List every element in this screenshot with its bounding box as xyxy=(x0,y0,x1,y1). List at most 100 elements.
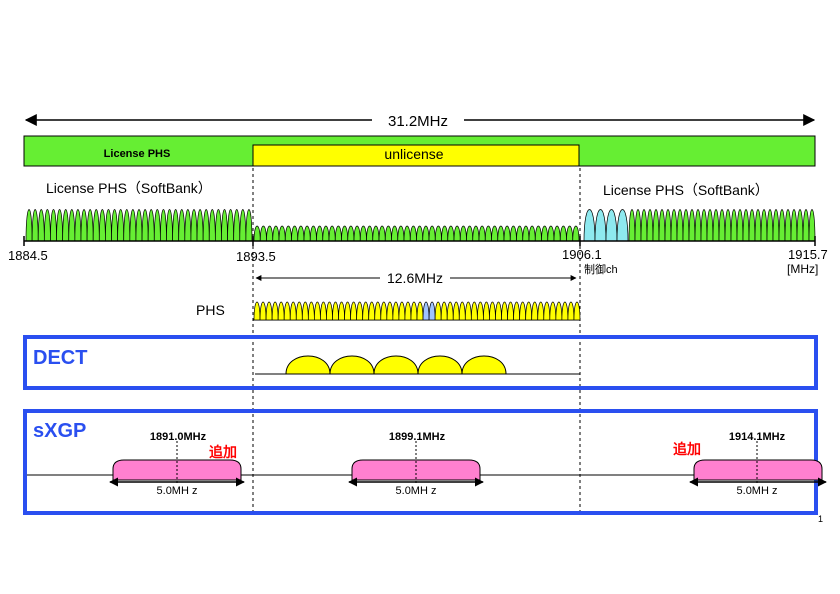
unlicensed-phs-carriers xyxy=(253,225,580,242)
carrier-lobe xyxy=(670,209,678,242)
carrier-lobe xyxy=(74,209,82,242)
phs-lobe xyxy=(398,301,406,321)
phs-lobe xyxy=(543,301,551,321)
carrier-lobe xyxy=(98,209,106,242)
phs-lobe xyxy=(332,301,339,321)
sxgp-title: sXGP xyxy=(33,420,86,442)
carrier-lobe xyxy=(347,225,355,242)
control-carrier-lobe xyxy=(594,209,607,242)
overall-span-label-bg xyxy=(372,108,464,132)
carrier-lobe xyxy=(736,209,744,242)
carrier-lobe xyxy=(628,209,636,242)
carrier-lobe xyxy=(221,209,228,242)
carrier-lobe xyxy=(111,209,118,242)
carrier-lobe xyxy=(86,209,94,242)
carrier-lobe xyxy=(341,225,349,242)
phs-lobe xyxy=(446,301,454,321)
softbank-right-label: License PHS（SoftBank） xyxy=(603,182,769,198)
carrier-lobe xyxy=(509,225,517,242)
dect-carrier xyxy=(373,355,419,375)
carrier-lobe xyxy=(447,225,455,242)
dect-carrier xyxy=(461,355,507,375)
added-tag: 追加 xyxy=(209,444,237,460)
carrier-lobe xyxy=(309,225,317,242)
carrier-lobe xyxy=(208,209,216,242)
carrier-lobe xyxy=(166,209,173,242)
license-phs-band-label: License PHS xyxy=(104,148,171,160)
carrier-lobe xyxy=(472,225,480,242)
carrier-lobe xyxy=(215,209,222,242)
phs-lobe xyxy=(440,301,448,321)
phs-lobe xyxy=(404,301,412,321)
carrier-lobe xyxy=(766,209,774,242)
phs-lobe xyxy=(513,301,520,321)
phs-lobe xyxy=(344,301,351,321)
carrier-lobe xyxy=(688,209,696,242)
carrier-lobe xyxy=(359,225,367,242)
dect-carrier xyxy=(417,355,463,375)
carrier-lobe xyxy=(259,225,267,242)
carrier-lobe xyxy=(416,225,424,242)
control-carrier-lobe xyxy=(616,209,629,242)
phs-lobe xyxy=(380,301,388,321)
carrier-lobe xyxy=(153,209,161,242)
carrier-lobe xyxy=(372,225,380,242)
center-frequency-label: 1899.1MHz xyxy=(389,431,446,443)
phs-lobe xyxy=(416,301,424,321)
carrier-lobe xyxy=(129,209,137,242)
carrier-lobe xyxy=(328,225,336,242)
phs-lobe xyxy=(410,301,418,321)
phs-label: PHS xyxy=(196,302,225,318)
carrier-lobe xyxy=(178,209,186,242)
phs-lobe xyxy=(277,301,285,321)
carrier-lobe xyxy=(772,209,780,242)
phs-lobe xyxy=(573,301,581,321)
carrier-lobe xyxy=(652,209,660,242)
carrier-lobe xyxy=(322,225,330,242)
phs-lobe xyxy=(549,301,557,321)
carrier-lobe xyxy=(384,225,392,242)
carrier-lobe xyxy=(117,209,125,242)
carrier-lobe xyxy=(664,209,672,242)
unlicensed-span-label: 12.6MHz xyxy=(387,270,443,286)
carrier-lobe xyxy=(303,225,311,242)
carrier-lobe xyxy=(291,225,299,242)
sxgp-carrier-1899: 1899.1MHz 5.0MH z xyxy=(348,431,484,497)
control-carrier-lobe xyxy=(583,209,596,242)
phs-lobe xyxy=(253,301,261,321)
control-channel-carriers xyxy=(583,209,629,242)
carrier-lobe xyxy=(202,209,210,242)
carrier-lobe xyxy=(227,209,235,242)
carrier-lobe xyxy=(31,209,39,242)
phs-lobe xyxy=(374,301,382,321)
phs-lobe xyxy=(452,301,460,321)
carrier-lobe xyxy=(428,225,436,242)
carrier-lobe xyxy=(245,209,253,242)
carrier-lobe xyxy=(754,209,762,242)
softbank-left-carriers xyxy=(25,209,253,242)
tick-label-1915: 1915.7 xyxy=(788,247,828,262)
carrier-lobe xyxy=(80,209,88,242)
carrier-lobe xyxy=(808,209,816,242)
carrier-lobe xyxy=(422,225,430,242)
carrier-lobe xyxy=(742,209,750,242)
carrier-lobe xyxy=(253,225,261,242)
tick-label-1884: 1884.5 xyxy=(8,248,48,263)
phs-lobe xyxy=(307,301,315,321)
phs-lobe xyxy=(356,301,364,321)
carrier-lobe xyxy=(730,209,738,242)
carrier-lobe xyxy=(640,209,648,242)
carrier-lobe xyxy=(658,209,666,242)
phs-lobe xyxy=(464,301,472,321)
unlicensed-span-label-bg xyxy=(380,267,450,287)
carrier-lobe xyxy=(92,209,100,242)
sxgp-carrier-1891: 1891.0MHz 追加 5.0MH z xyxy=(109,431,245,497)
carrier-lobe xyxy=(694,209,702,242)
phs-lobe xyxy=(386,301,394,321)
carrier-lobe xyxy=(522,225,530,242)
phs-lobe xyxy=(295,301,303,321)
carrier-lobe xyxy=(135,209,143,242)
carrier-lobe xyxy=(284,225,292,242)
phs-lobe xyxy=(338,301,345,321)
carrier-lobe xyxy=(403,225,411,242)
